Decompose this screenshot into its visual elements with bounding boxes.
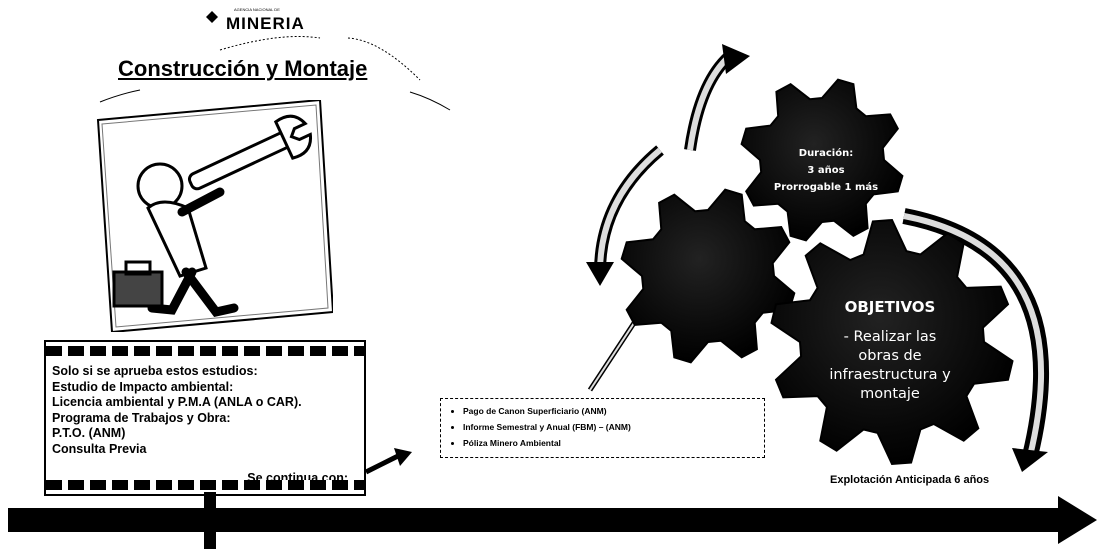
obligation-item: Informe Semestral y Anual (FBM) – (ANM) — [463, 419, 764, 435]
logo-name: MINERIA — [226, 14, 305, 33]
gear-top-icon — [740, 78, 904, 242]
arrow-head-right — [1012, 448, 1048, 472]
timeline-label: Explotación Anticipada 6 años — [830, 474, 990, 486]
obligations-box: Pago de Canon Superficiario (ANM) Inform… — [440, 398, 765, 458]
logo-diamond-icon — [206, 11, 218, 23]
objective-line: montaje — [860, 386, 920, 402]
arrow-head-top — [722, 44, 750, 74]
gear-objectives-icon — [770, 218, 1014, 466]
duration-line: 3 años — [807, 165, 845, 176]
objective-line: - Realizar las — [843, 329, 937, 345]
obligation-item: Pago de Canon Superficiario (ANM) — [463, 403, 764, 419]
objective-line: obras de — [858, 348, 922, 364]
timeline-arrow — [8, 492, 1097, 549]
requirement-line: Programa de Trabajos y Obra: — [52, 410, 231, 425]
requirement-line: Solo si se aprueba estos estudios: — [52, 364, 258, 378]
obligation-item: Póliza Minero Ambiental — [463, 435, 764, 451]
objectives-title: OBJETIVOS — [844, 298, 936, 316]
title-swoosh — [99, 36, 451, 111]
dashed-band-bottom — [46, 480, 364, 490]
requirement-line: Consulta Previa — [52, 441, 147, 456]
gear-middle-icon — [620, 188, 796, 364]
objectives-body: - Realizar las obras de infraestructura … — [808, 328, 972, 404]
objective-line: infraestructura y — [829, 367, 951, 383]
requirements-box: Solo si se aprueba estos estudios: Estud… — [44, 340, 366, 496]
timeline-marker — [204, 492, 216, 549]
gears-diagram — [586, 44, 1050, 472]
continue-arrow-icon — [364, 448, 412, 475]
duration-line: Prorrogable 1 más — [773, 182, 879, 193]
duration-text: Duración: 3 años Prorrogable 1 más — [766, 145, 886, 196]
worker-with-wrench-illustration — [96, 100, 333, 332]
page-title: Construcción y Montaje — [118, 56, 368, 81]
requirements-list: Solo si se aprueba estos estudios: Estud… — [52, 364, 302, 457]
requirement-line: Licencia ambiental y P.M.A (ANLA o CAR). — [52, 395, 302, 409]
requirement-line: P.T.O. (ANM) — [52, 426, 126, 440]
arrow-head-left — [586, 262, 614, 286]
logo-tagline: AGENCIA NACIONAL DE — [234, 7, 280, 12]
duration-line: Duración: — [798, 148, 854, 159]
dashed-band-top — [46, 346, 364, 356]
requirement-line: Estudio de Impacto ambiental: — [52, 379, 234, 394]
